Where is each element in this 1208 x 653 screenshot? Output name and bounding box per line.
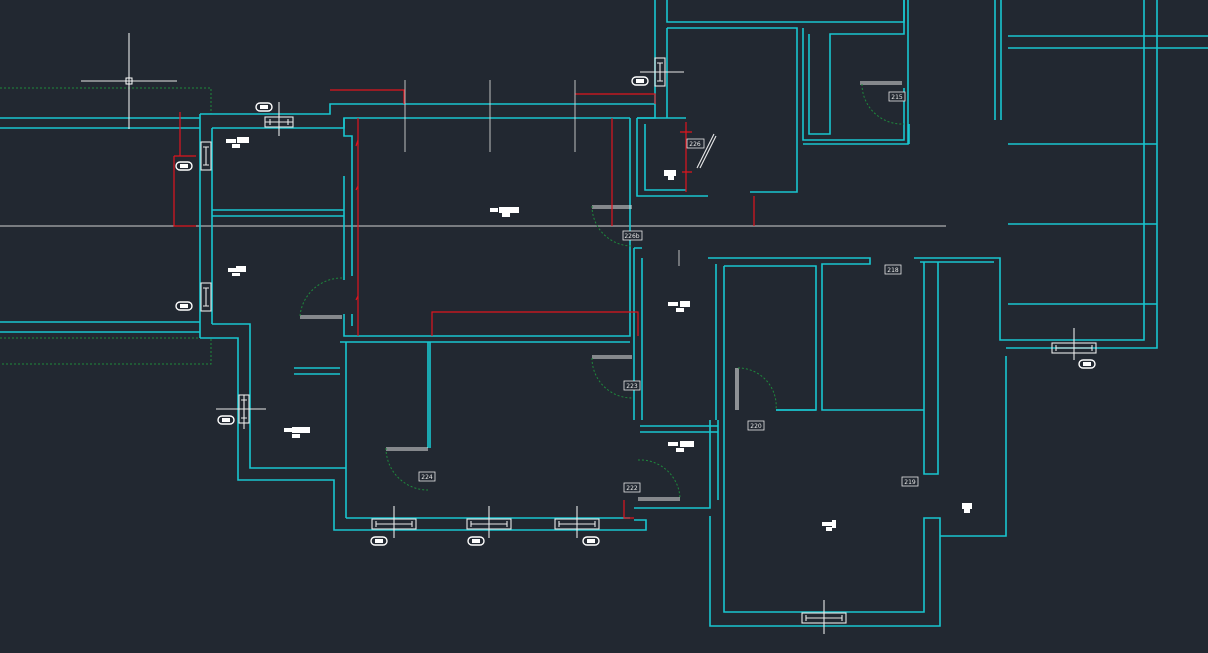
door-panels xyxy=(300,81,902,501)
room-tag-220[interactable]: 220 xyxy=(747,420,765,431)
svg-text:218: 218 xyxy=(887,267,899,274)
room-tag-224[interactable]: 224 xyxy=(418,471,436,482)
room-tag-215[interactable]: 215 xyxy=(888,91,906,102)
room-tag-223[interactable]: 223 xyxy=(623,380,641,391)
walls-upper-right xyxy=(633,0,910,420)
door-swing-arcs xyxy=(299,83,905,499)
room-tag-226[interactable]: 226 xyxy=(686,138,705,149)
walls-main xyxy=(200,103,656,531)
walls-right xyxy=(634,0,1208,627)
svg-text:215: 215 xyxy=(891,94,903,101)
svg-text:220: 220 xyxy=(750,423,762,430)
room-tag-218[interactable]: 218 xyxy=(884,264,902,275)
room-tag-226b[interactable]: 226b xyxy=(622,230,643,241)
room-tag-222[interactable]: 222 xyxy=(623,482,641,493)
grid-lines xyxy=(404,80,680,266)
svg-text:226b: 226b xyxy=(624,233,639,240)
svg-text:223: 223 xyxy=(626,383,638,390)
walls-left-corridor xyxy=(0,114,213,338)
svg-text:219: 219 xyxy=(904,479,916,486)
grid-bubble-icon xyxy=(175,76,1096,546)
equipment-blocks xyxy=(226,137,972,531)
svg-text:226: 226 xyxy=(689,141,701,148)
room-tag-219[interactable]: 219 xyxy=(901,476,919,487)
redline-markups xyxy=(173,89,755,519)
svg-text:222: 222 xyxy=(626,485,638,492)
zone-outline-left xyxy=(0,87,212,365)
column-symbol-icon xyxy=(200,57,1097,634)
svg-text:224: 224 xyxy=(421,474,433,481)
crosshair-cursor-icon xyxy=(81,33,177,129)
